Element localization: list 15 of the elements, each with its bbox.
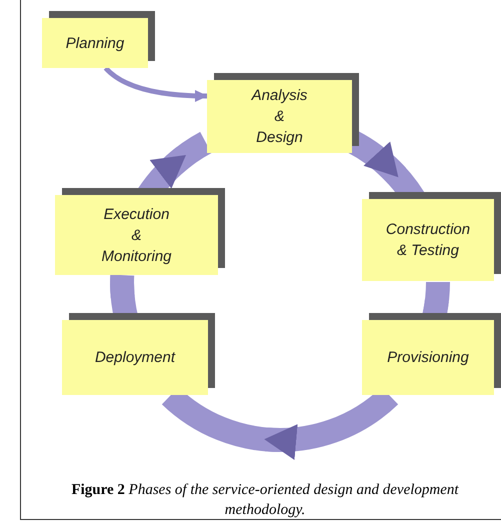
phase-box [362,320,494,395]
phase-box [207,80,352,153]
phase-label: Planning [66,34,124,54]
arrow [104,66,208,102]
phase-box [362,199,494,281]
figure-caption: Figure 2 Phases of the service-oriented design and development methodology. [70,481,460,520]
phase-label: Construction & Testing [386,220,470,261]
phase-label: Execution & Monitoring [101,204,172,266]
phase-label: Provisioning [387,348,469,368]
phase-label: Deployment [94,348,176,368]
phase-box [55,195,218,275]
phase-box [42,18,148,68]
cycle-arrow [346,132,406,184]
phase-label: Analysis & Design [252,86,308,148]
phase-box [62,320,208,395]
